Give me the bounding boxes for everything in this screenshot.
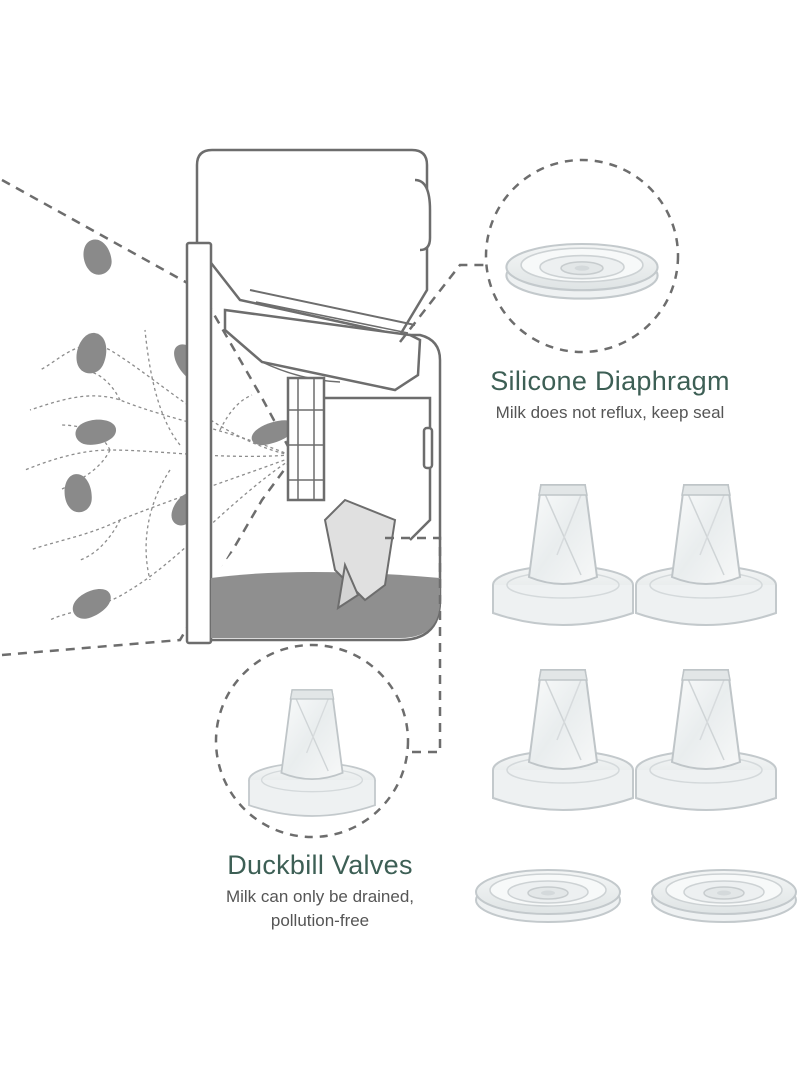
silicone-diaphragm-part: [475, 869, 621, 923]
pump-body: [185, 148, 442, 645]
valves-description-line1: Milk can only be drained,: [225, 887, 415, 906]
valves-label: Duckbill Valves Milk can only be drained…: [170, 850, 470, 931]
callout-connectors: [385, 263, 488, 754]
duckbill-valve-part: [492, 484, 634, 626]
duckbill-valve-part: [492, 669, 634, 811]
diaphragm-title: Silicone Diaphragm: [490, 366, 730, 396]
valves-title: Duckbill Valves: [227, 850, 413, 880]
duckbill-valve-part: [635, 484, 777, 626]
diaphragm-description: Milk does not reflux, keep seal: [495, 403, 725, 422]
silicone-diaphragm-part: [505, 242, 659, 300]
diaphragm-label: Silicone Diaphragm Milk does not reflux,…: [450, 366, 770, 423]
duckbill-valve-part: [635, 669, 777, 811]
silicone-diaphragm-part: [651, 869, 797, 923]
valves-description-line2: pollution-free: [270, 911, 370, 930]
